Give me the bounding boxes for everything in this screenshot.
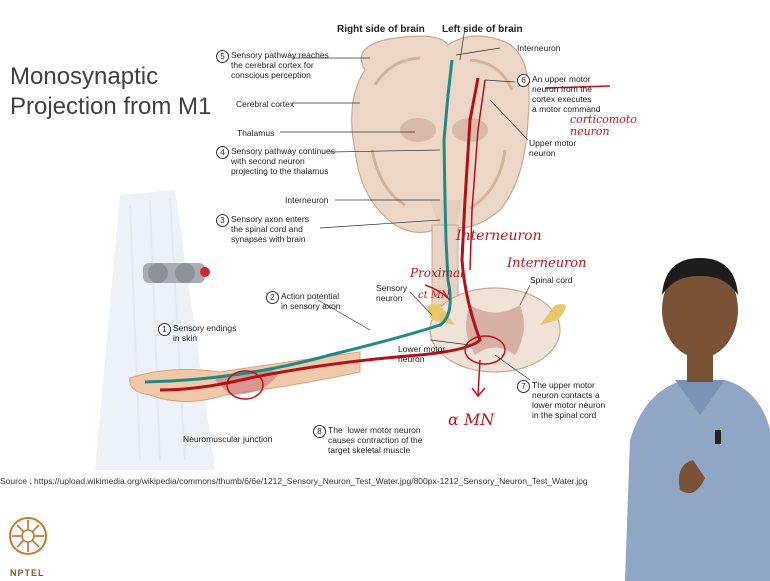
- label-lower-motor-neuron: Lower motor neuron: [398, 344, 445, 364]
- annotation-corticomoto: corticomoto neuron: [570, 114, 637, 138]
- step-5-marker: 5: [216, 50, 229, 63]
- label-step-6: An upper motor neuron from the cortex ex…: [532, 74, 601, 114]
- step-7-marker: 7: [517, 380, 530, 393]
- label-sensory-neuron: Sensory neuron: [376, 283, 407, 303]
- label-spinal-cord: Spinal cord: [530, 275, 573, 285]
- annotation-proximal: Proximal: [410, 266, 464, 280]
- presenter-video-overlay: [605, 240, 770, 581]
- step-6-marker: 6: [517, 74, 530, 87]
- step-3-marker: 3: [216, 214, 229, 227]
- label-interneuron-left: Interneuron: [285, 195, 328, 205]
- label-step-8: The lower motor neuron causes contractio…: [328, 425, 423, 455]
- nptel-logo-text: NPTEL: [10, 568, 45, 578]
- label-cerebral-cortex: Cerebral cortex: [236, 99, 294, 109]
- annotation-ct-mn: ct MN: [418, 290, 450, 301]
- step-8-marker: 8: [313, 425, 326, 438]
- header-right-brain: Right side of brain: [337, 25, 425, 35]
- nptel-logo: NPTEL: [4, 512, 60, 581]
- label-step-5: Sensory pathway reaches the cerebral cor…: [231, 50, 329, 80]
- label-step-4: Sensory pathway continues with second ne…: [231, 146, 335, 176]
- nptel-emblem-icon: [4, 512, 60, 568]
- label-interneuron-right: Interneuron: [517, 43, 560, 53]
- label-step-3: Sensory axon enters the spinal cord and …: [231, 214, 309, 244]
- header-left-brain: Left side of brain: [442, 25, 523, 35]
- label-upper-motor-neuron: Upper motor neuron: [529, 138, 576, 158]
- annotation-interneuron-a: Interneuron: [456, 228, 542, 244]
- label-neuromuscular-junction: Neuromuscular junction: [183, 434, 272, 444]
- step-2-marker: 2: [266, 291, 279, 304]
- source-citation: Source : https://upload.wikimedia.org/wi…: [0, 476, 588, 486]
- annotation-alpha-mn: α MN: [448, 410, 494, 429]
- faucet-icon: [143, 263, 210, 283]
- label-step-7: The upper motor neuron contacts a lower …: [532, 380, 605, 420]
- annotation-interneuron-b: Interneuron: [507, 256, 587, 271]
- brain-cross-section: [352, 36, 530, 305]
- step-1-marker: 1: [158, 323, 171, 336]
- label-thalamus: Thalamus: [237, 128, 274, 138]
- step-4-marker: 4: [216, 146, 229, 159]
- label-step-2: Action potential in sensory axon: [281, 291, 341, 311]
- label-step-1: Sensory endings in skin: [173, 323, 236, 343]
